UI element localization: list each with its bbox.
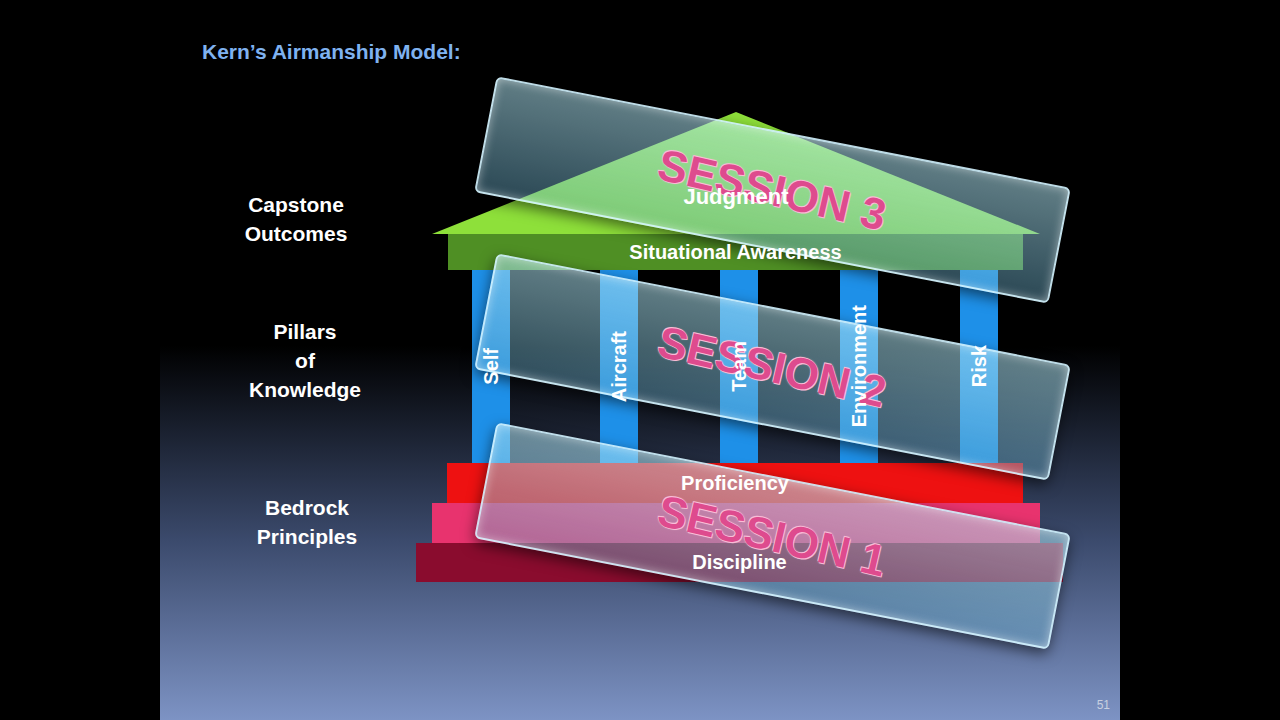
slide-title: Kern’s Airmanship Model: [202,40,461,64]
band-label: Proficiency [681,472,789,495]
pillar-label: Environment [848,305,871,427]
band-label: Situational Awareness [629,241,841,264]
tier-label: Pillars of Knowledge [205,317,405,404]
pillar-label: Self [480,348,503,385]
pillar-label: Risk [968,345,991,387]
pillar-label: Aircraft [608,331,631,402]
band-label: Judgment [683,184,788,210]
tier-label: Capstone Outcomes [196,190,396,248]
page-number: 51 [1070,698,1110,712]
band-label: Discipline [692,551,786,574]
tier-label: Bedrock Principles [207,493,407,551]
pillar-label: Team [728,341,751,392]
